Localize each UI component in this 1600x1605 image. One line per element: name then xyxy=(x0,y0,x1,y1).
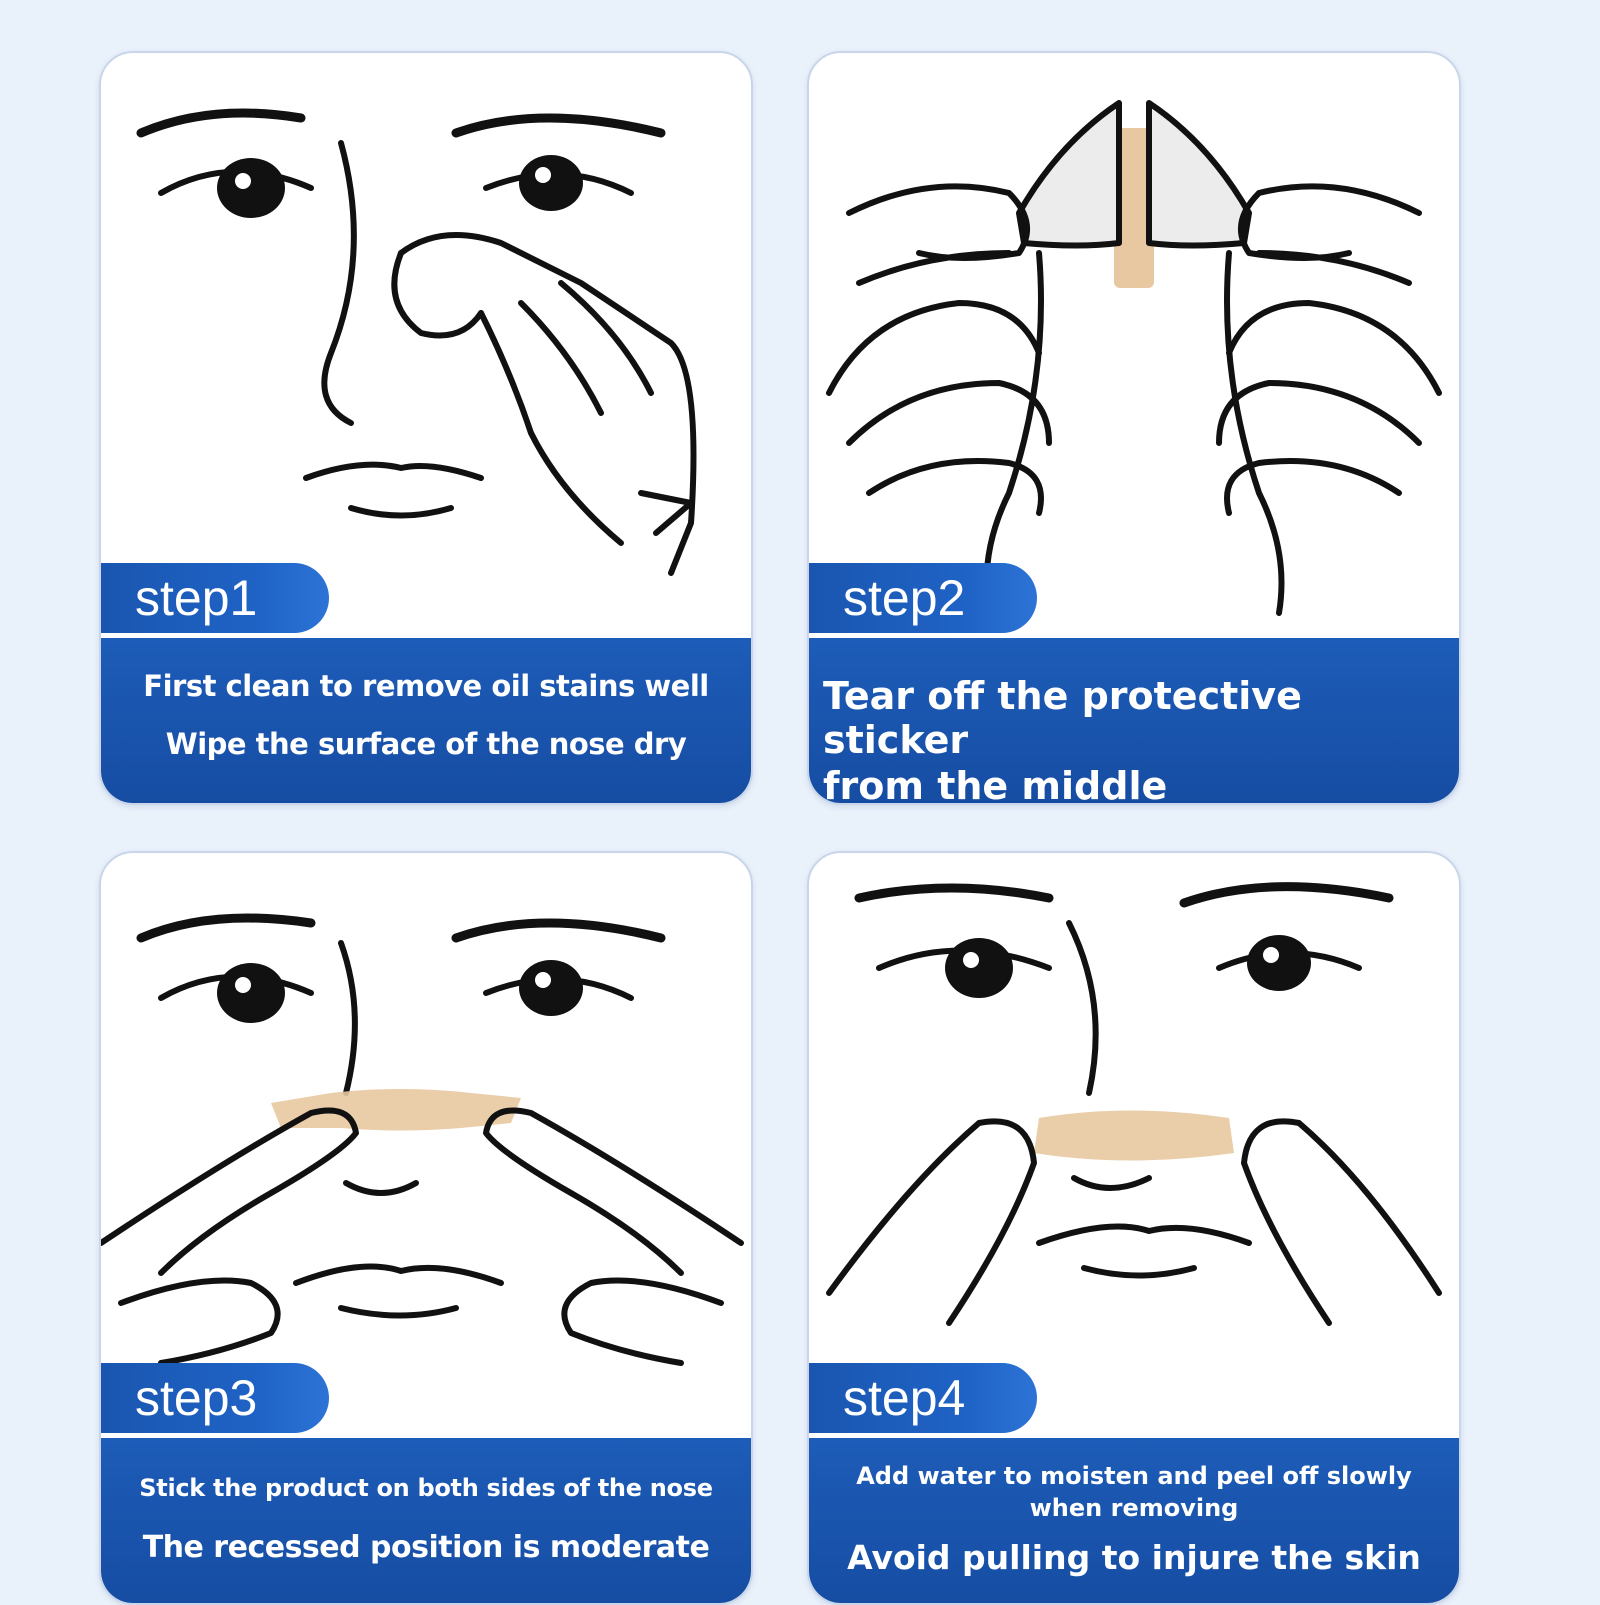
instruction-panel: First clean to remove oil stains well Wi… xyxy=(101,638,751,803)
instruction-line-1: Stick the product on both sides of the n… xyxy=(139,1474,713,1502)
instruction-line-1: Tear off the protective sticker xyxy=(823,674,1302,762)
step-card-1: step1 First clean to remove oil stains w… xyxy=(99,51,753,805)
face-removing-strip-illustration xyxy=(826,882,1442,1326)
instruction-line-1: First clean to remove oil stains well xyxy=(143,669,709,703)
step-label: step1 xyxy=(101,563,329,633)
instruction-line-2: Wipe the surface of the nose dry xyxy=(165,727,687,761)
instruction-line-2: The recessed position is moderate xyxy=(142,1530,710,1565)
face-wiping-nose-illustration xyxy=(136,108,697,576)
step-card-3: step3 Stick the product on both sides of… xyxy=(99,851,753,1605)
instruction-panel: Stick the product on both sides of the n… xyxy=(101,1438,751,1603)
instruction-line-2: Avoid pulling to injure the skin xyxy=(847,1538,1421,1577)
step-card-2: step2 Tear off the protective sticker fr… xyxy=(807,51,1461,805)
instruction-panel: Tear off the protective sticker from the… xyxy=(809,638,1459,803)
hands-peeling-sticker-illustration xyxy=(826,100,1442,616)
instruction-line-2: from the middle xyxy=(823,764,1168,805)
step-label: step2 xyxy=(809,563,1037,633)
instruction-line-1: Add water to moisten and peel off slowly… xyxy=(856,1462,1412,1522)
instruction-panel: Add water to moisten and peel off slowly… xyxy=(809,1438,1459,1603)
step-label: step4 xyxy=(809,1363,1037,1433)
step-card-4: step4 Add water to moisten and peel off … xyxy=(807,851,1461,1605)
face-applying-strip-illustration xyxy=(101,913,744,1366)
step-label: step3 xyxy=(101,1363,329,1433)
